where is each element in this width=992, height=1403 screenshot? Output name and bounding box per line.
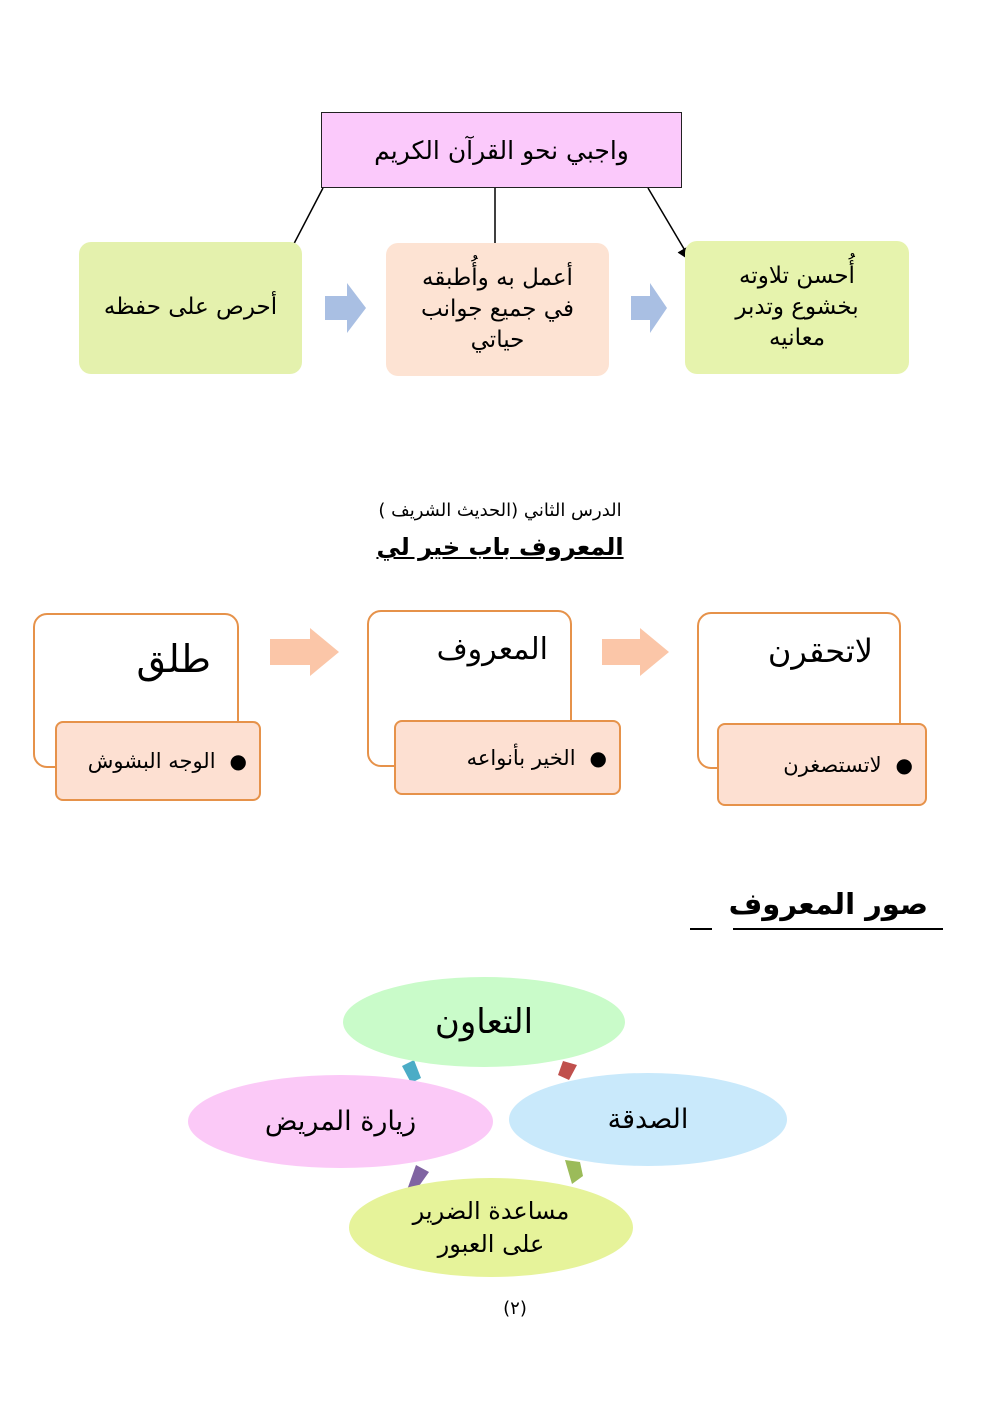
cycle-arrow-red bbox=[558, 1061, 577, 1080]
card-detail-la-tastasghiranna: ● لاتستصغرن bbox=[717, 723, 927, 806]
ellipse-text: زيارة المريض bbox=[264, 1106, 417, 1137]
duty-box-apply: أعمل به وأُطبقه في جميع جوانب حياتي bbox=[386, 243, 609, 376]
forms-section-title: صور المعروف bbox=[690, 885, 950, 935]
duty-recite-text: أُحسن تلاوته بخشوع وتدبر معانيه bbox=[735, 262, 859, 352]
arrow-to-right-box bbox=[647, 187, 692, 262]
ellipse-help-blind: مساعدة الضرير على العبور bbox=[349, 1178, 633, 1277]
ellipse-text: الصدقة bbox=[607, 1104, 689, 1135]
ellipse-text: مساعدة الضرير على العبور bbox=[412, 1197, 570, 1258]
ellipse-cooperation: التعاون bbox=[343, 977, 625, 1067]
card-title: المعروف bbox=[436, 632, 548, 667]
title-dash bbox=[690, 928, 712, 930]
duty-box-recite: أُحسن تلاوته بخشوع وتدبر معانيه bbox=[685, 241, 909, 374]
cycle-arrow-green bbox=[565, 1160, 583, 1184]
card-title: لاتحقرن bbox=[767, 632, 873, 670]
duty-memorize-text: أحرص على حفظه bbox=[103, 294, 278, 321]
card-detail-bashush: ● الوجه البشوش bbox=[55, 721, 261, 801]
card-detail-text: الوجه البشوش bbox=[87, 749, 216, 773]
bullet-icon: ● bbox=[229, 749, 247, 773]
ellipse-visit-sick: زيارة المريض bbox=[188, 1075, 493, 1168]
duties-title-box: واجبي نحو القرآن الكريم bbox=[321, 112, 682, 188]
block-arrow-peach-left bbox=[270, 628, 339, 676]
block-arrow-left bbox=[325, 283, 366, 333]
cycle-arrow-cyan bbox=[402, 1060, 421, 1083]
duty-apply-text: أعمل به وأُطبقه في جميع جوانب حياتي bbox=[421, 264, 574, 354]
title-underline bbox=[733, 928, 943, 930]
page-number: (٢) bbox=[503, 1298, 527, 1319]
bullet-icon: ● bbox=[589, 745, 607, 770]
card-title: طلق bbox=[136, 637, 211, 681]
cycle-arrow-purple bbox=[407, 1165, 429, 1190]
duties-title: واجبي نحو القرآن الكريم bbox=[374, 135, 629, 165]
bullet-icon: ● bbox=[895, 752, 913, 777]
ellipse-charity: الصدقة bbox=[509, 1073, 787, 1166]
block-arrow-right bbox=[631, 283, 667, 333]
lesson-label: الدرس الثاني (الحديث الشريف ) bbox=[378, 500, 622, 521]
block-arrow-peach-right bbox=[602, 628, 669, 676]
ellipse-text: التعاون bbox=[434, 1002, 534, 1042]
card-detail-text: الخير بأنواعه bbox=[466, 745, 576, 770]
forms-title-text: صور المعروف bbox=[728, 887, 928, 921]
card-detail-khayr: ● الخير بأنواعه bbox=[394, 720, 621, 795]
duty-box-memorize: أحرص على حفظه bbox=[79, 242, 302, 374]
card-detail-text: لاتستصغرن bbox=[783, 752, 882, 777]
lesson-title: المعروف باب خير لي bbox=[376, 533, 624, 561]
